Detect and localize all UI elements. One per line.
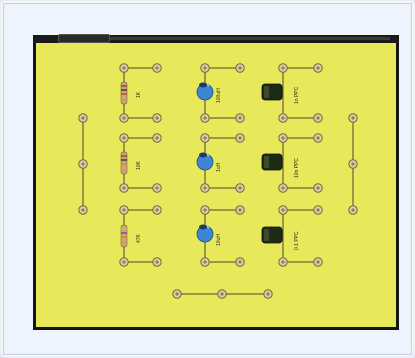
pin-hole	[122, 260, 126, 264]
pin-hole	[316, 136, 320, 140]
pin-hole	[281, 260, 285, 264]
resistor-label: 1K	[136, 91, 142, 98]
pin-hole	[316, 66, 320, 70]
pin-hole	[238, 116, 242, 120]
pin-hole	[122, 66, 126, 70]
pin-hole	[203, 260, 207, 264]
pin-hole	[238, 136, 242, 140]
resistor-icon	[120, 81, 128, 105]
pin-hole	[220, 292, 224, 296]
connector-pins[interactable]	[78, 63, 358, 299]
pin-hole	[281, 116, 285, 120]
pin-hole	[238, 260, 242, 264]
resistor-label: 47K	[136, 233, 142, 243]
pin-hole	[122, 136, 126, 140]
board-connector	[58, 34, 110, 43]
pin-hole	[81, 162, 85, 166]
pin-hole	[266, 292, 270, 296]
resistor-47k[interactable]: 47K	[120, 224, 142, 248]
pin-hole	[155, 208, 159, 212]
pin-hole	[238, 208, 242, 212]
pin-hole	[203, 136, 207, 140]
pin-hole	[155, 136, 159, 140]
resistor-1k[interactable]: 1K	[120, 81, 142, 105]
capacitor-100uh[interactable]: 100uH	[196, 82, 222, 104]
capacitor-label: 0.1 PPC	[294, 231, 300, 250]
pin-hole	[155, 260, 159, 264]
pin-hole	[122, 186, 126, 190]
resistor-10k[interactable]: 10K	[120, 151, 142, 175]
film-capacitor-1n[interactable]: 1n PPC	[261, 83, 300, 104]
capacitor-1uh[interactable]: 1uH	[196, 152, 222, 173]
pin-hole	[238, 186, 242, 190]
pin-hole	[316, 260, 320, 264]
pin-hole	[155, 186, 159, 190]
film-capacitor-10n[interactable]: 10n PPC	[261, 153, 300, 178]
pin-hole	[203, 208, 207, 212]
pin-hole	[81, 116, 85, 120]
pin-hole	[316, 186, 320, 190]
pin-hole	[155, 116, 159, 120]
board-edge-strip	[110, 37, 390, 40]
pin-hole	[316, 116, 320, 120]
capacitor-label: 10uH	[216, 234, 222, 246]
pin-hole	[316, 208, 320, 212]
resistor-label: 10K	[136, 160, 142, 170]
resistor-icon	[120, 224, 128, 248]
pin-hole	[81, 208, 85, 212]
pin-hole	[281, 186, 285, 190]
pin-hole	[203, 186, 207, 190]
pin-hole	[351, 116, 355, 120]
capacitor-10uh[interactable]: 10uH	[196, 224, 222, 247]
capacitor-label: 100uH	[216, 88, 222, 103]
pin-hole	[122, 116, 126, 120]
film-capacitor-0-1[interactable]: 0.1 PPC	[261, 226, 300, 250]
pin-hole	[281, 66, 285, 70]
pin-hole	[238, 66, 242, 70]
pin-hole	[351, 208, 355, 212]
pin-hole	[281, 136, 285, 140]
capacitor-label: 1n PPC	[294, 86, 300, 104]
pin-hole	[203, 116, 207, 120]
capacitor-label: 10n PPC	[294, 158, 300, 178]
pin-hole	[351, 162, 355, 166]
pin-hole	[122, 208, 126, 212]
circuit-board	[33, 38, 399, 330]
capacitor-label: 1uH	[216, 162, 222, 172]
pin-hole	[155, 66, 159, 70]
pin-hole	[281, 208, 285, 212]
pin-hole	[203, 66, 207, 70]
resistor-icon	[120, 151, 128, 175]
pin-hole	[175, 292, 179, 296]
